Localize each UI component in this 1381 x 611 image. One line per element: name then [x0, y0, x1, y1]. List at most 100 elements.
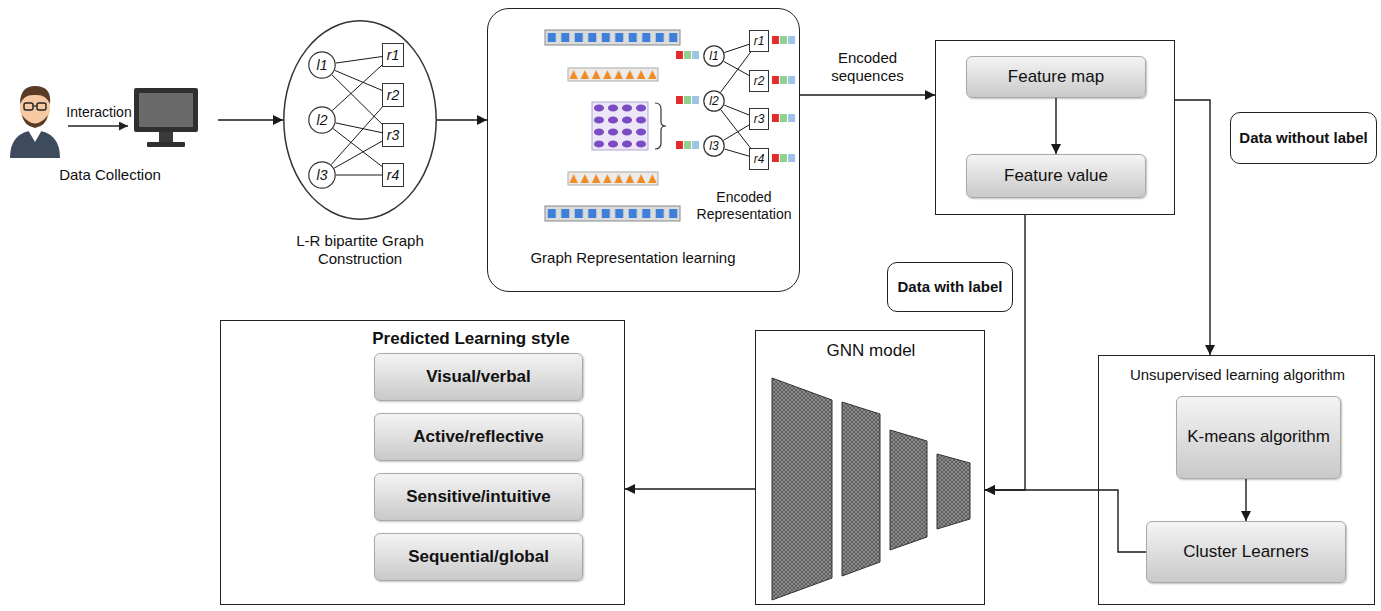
encoding-tags — [676, 36, 795, 162]
flow-arrow — [1175, 100, 1210, 355]
output-frame: Predicted Learning styleVisual/verbalAct… — [220, 320, 625, 605]
data-tag: Data without label — [1230, 112, 1377, 164]
node-text: r3 — [754, 112, 765, 126]
flow-arrow — [1245, 479, 1246, 521]
node-text: Data without label — [1239, 129, 1367, 147]
node-text: Visual/verbal — [426, 367, 531, 387]
node-text: l2 — [317, 112, 328, 129]
outline — [704, 91, 724, 111]
graph-edge — [721, 52, 751, 92]
node-text: r1 — [754, 34, 765, 48]
caption-text: Encoded Representation — [691, 189, 797, 223]
graph-edge — [336, 57, 382, 63]
node-text: l3 — [709, 139, 718, 153]
heading-text: Unsupervised learning algorithm — [1099, 366, 1376, 384]
right-vertex: r1 — [382, 43, 404, 67]
node-text: Feature map — [1008, 67, 1104, 87]
node-text: r4 — [387, 167, 399, 184]
node-text: r1 — [387, 47, 399, 64]
node-text: Sensitive/intuitive — [406, 487, 551, 507]
style-box: Sequential/global — [374, 533, 583, 581]
person-icon — [10, 86, 60, 158]
right-vertex: r4 — [749, 148, 769, 170]
outline — [284, 21, 436, 219]
process-box: Feature map — [966, 56, 1146, 98]
right-vertex: r3 — [382, 123, 404, 147]
step-block: Data Collection — [5, 60, 215, 195]
graph-ellipse: L-R bipartite Graph Constructionl1l2l3r1… — [283, 20, 437, 220]
encoder-bars — [545, 30, 680, 221]
heading-text: Data Collection — [5, 166, 215, 184]
graph-outline — [283, 20, 437, 220]
graph-edge — [332, 75, 382, 124]
interaction-arrow — [68, 125, 128, 126]
graph-edge — [332, 65, 382, 110]
flow-arrow — [1055, 98, 1056, 154]
right-vertex: r1 — [749, 30, 769, 52]
process-box: Cluster Learners — [1146, 521, 1346, 583]
graph-edge — [336, 123, 382, 133]
node-text: K-means algorithm — [1187, 427, 1330, 447]
node-text: l1 — [317, 57, 328, 74]
left-vertex: l1 — [703, 45, 725, 67]
feature-frame: Feature mapFeature value — [935, 40, 1175, 215]
node-text: Cluster Learners — [1183, 542, 1309, 562]
heading-text: Predicted Learning style — [341, 329, 601, 349]
flow-arrow — [985, 490, 1146, 552]
flow-arrow — [625, 488, 755, 489]
right-vertex: r4 — [382, 163, 404, 187]
graph-edge — [721, 110, 751, 148]
graph-edge — [724, 105, 749, 115]
style-box: Sensitive/intuitive — [374, 473, 583, 521]
process-box: K-means algorithm — [1176, 396, 1341, 479]
flow-arrow — [985, 215, 1025, 490]
right-vertex: r2 — [749, 70, 769, 92]
graph-edge — [336, 175, 382, 176]
process-box: Feature value — [966, 154, 1146, 198]
algorithm-frame: Unsupervised learning algorithmK-means a… — [1098, 355, 1375, 605]
node-text: r4 — [754, 152, 765, 166]
left-vertex: l3 — [308, 161, 336, 189]
outline — [309, 107, 335, 133]
node-text: l1 — [709, 49, 718, 63]
node-text: r3 — [387, 127, 399, 144]
left-vertex: l1 — [308, 51, 336, 79]
graph-edge — [725, 149, 749, 156]
left-vertex: l3 — [703, 135, 725, 157]
flow-arrow — [800, 94, 935, 95]
left-vertex: l2 — [703, 90, 725, 112]
node-text: Active/reflective — [413, 427, 543, 447]
outline — [309, 52, 335, 78]
free-label: Interaction — [64, 104, 134, 121]
outline — [309, 162, 335, 188]
graph-edge — [334, 141, 382, 168]
computer-icon — [134, 88, 198, 147]
node-text: r2 — [387, 87, 399, 104]
style-box: Visual/verbal — [374, 353, 583, 401]
heading-text: Graph Representation learning — [528, 249, 738, 267]
node-text: r2 — [754, 74, 765, 88]
model-frame: GNN model — [755, 330, 985, 605]
flow-arrow — [437, 119, 487, 120]
graph-edge — [724, 44, 749, 52]
representation-panel: Encoded RepresentationGraph Representati… — [487, 8, 800, 292]
right-vertex: r3 — [749, 108, 769, 130]
gnn-layers — [772, 378, 970, 600]
node-text: l3 — [317, 167, 328, 184]
heading-text: L-R bipartite Graph Construction — [270, 232, 450, 268]
node-text: Feature value — [1004, 166, 1108, 186]
flow-arrow — [218, 119, 283, 120]
outline — [704, 46, 724, 66]
data-tag: Data with label — [887, 262, 1013, 312]
heading-text: GNN model — [756, 341, 986, 361]
edge-label: Encoded sequences — [823, 49, 913, 85]
left-vertex: l2 — [308, 106, 336, 134]
style-box: Active/reflective — [374, 413, 583, 461]
graph-edge — [724, 61, 749, 75]
node-text: Sequential/global — [408, 547, 549, 567]
outline — [704, 136, 724, 156]
graph-edge — [335, 70, 382, 90]
